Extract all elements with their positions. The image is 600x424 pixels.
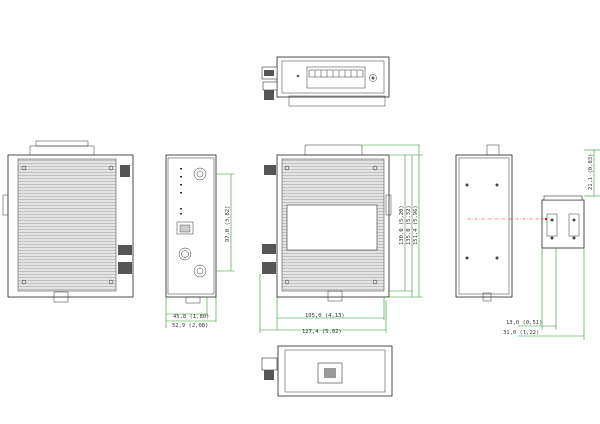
top-view [261,56,390,107]
dim-side-depth-inner: 105,0 (4,13) [305,313,345,319]
rear-connector [118,165,132,274]
dim-side-depth-outer: 127,4 (5,02) [302,329,342,335]
dim-rail-height: 21,1 (0,83) [588,154,594,190]
dimension-labels: 45,8 (1,80) 52,9 (2,08) 97,0 (3,82) 105,… [172,154,594,336]
side-mount-view [455,144,513,302]
bottom-view [261,345,393,397]
led-indicators [180,168,182,215]
side-view [262,144,392,302]
dim-rail-width-2: 31,0 (1,22) [503,330,539,336]
rear-view [2,140,134,303]
dim-front-width-outer: 52,9 (2,08) [172,323,208,329]
dim-front-width-inner: 45,8 (1,80) [173,314,209,320]
dim-side-height-1: 130,0 (5,20) [399,205,405,245]
front-view [165,154,217,304]
dimension-lines [165,144,600,340]
terminal-block [308,69,364,78]
dim-side-height-3: 151,4 (5,96) [413,205,419,245]
side-connectors [262,165,276,274]
dim-rail-width-1: 13,0 (0,51) [506,320,542,326]
st-connector-bottom [261,357,278,380]
screw-icon [369,74,377,82]
st-connector-top [261,66,278,100]
dim-front-height: 97,0 (3,82) [225,206,231,242]
centerline [468,217,548,221]
power-connector-icon [178,247,192,261]
din-rail-detail [541,195,585,249]
rj45-port-icon [176,221,194,235]
dim-side-height-2: 135,0 (5,32) [406,205,412,245]
